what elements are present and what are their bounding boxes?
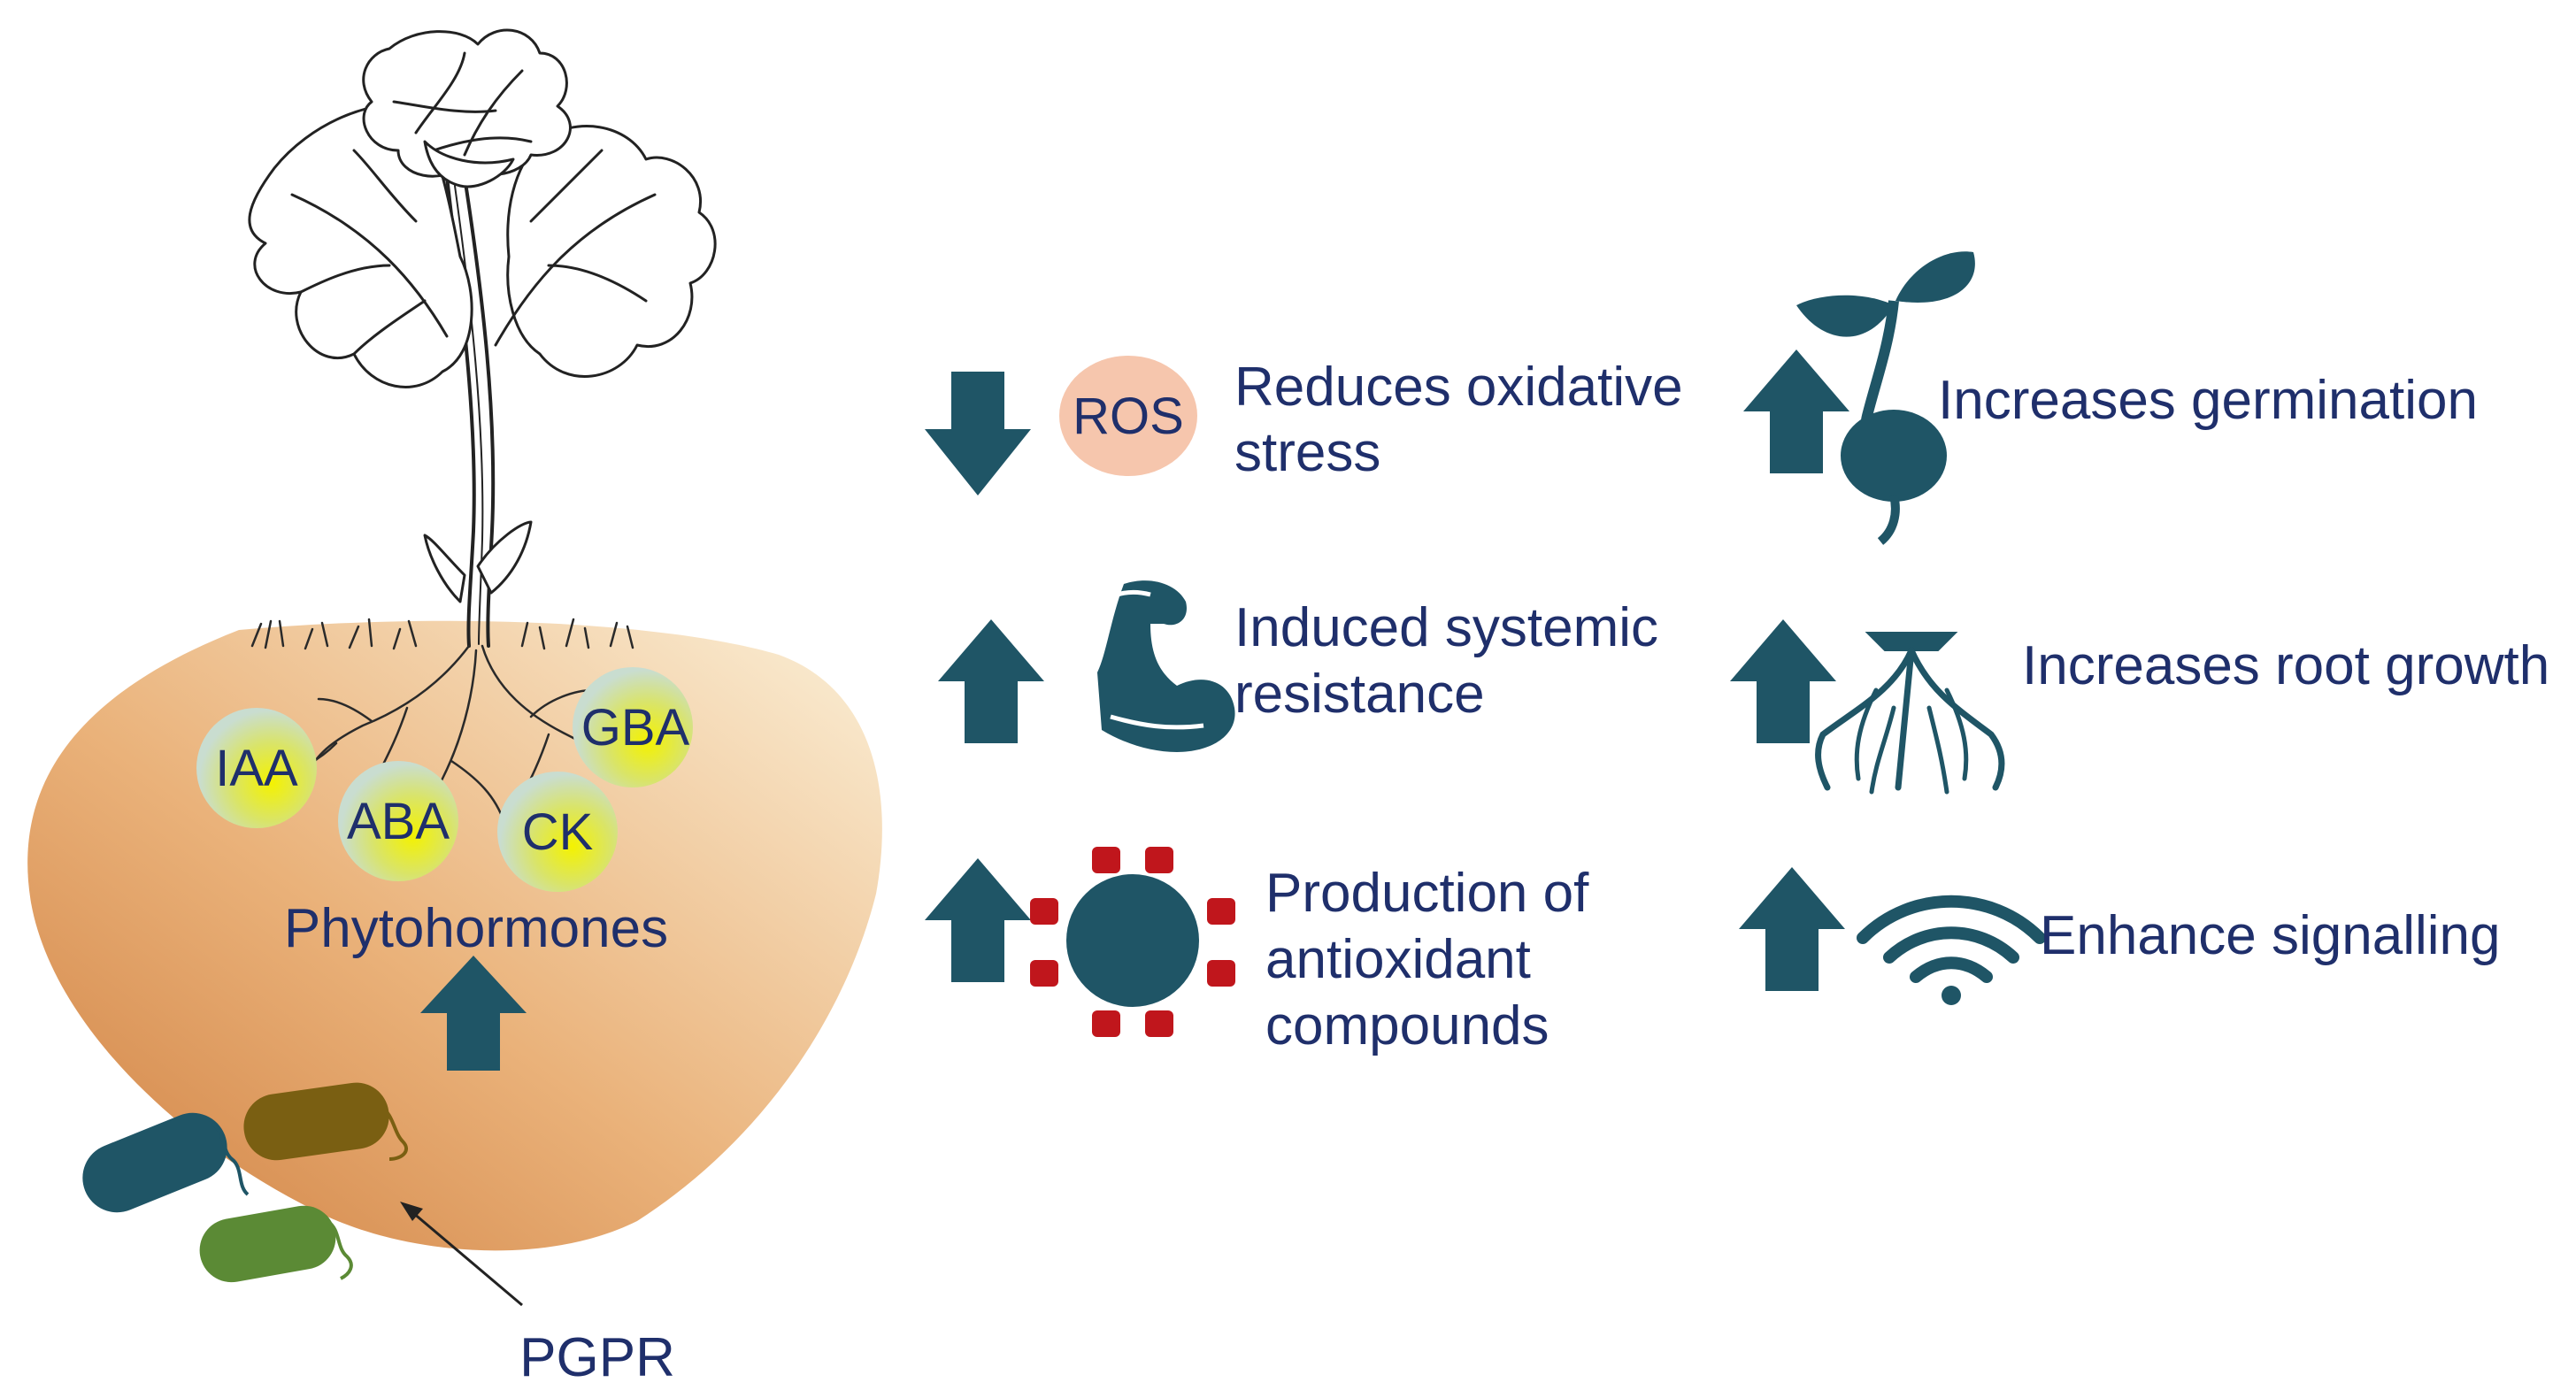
up-arrow-icon [1739,867,1845,991]
hormone-ck-label: CK [522,803,594,861]
bacteria-cluster [82,1082,408,1283]
phytohormones-label: Phytohormones [284,898,668,959]
antioxidant-molecule-icon [1030,847,1235,1037]
plant-illustration [248,28,717,648]
effect-root-line-1: Increases root growth [2022,635,2549,696]
up-arrow-icon [1743,350,1849,473]
bacterium-green [199,1205,353,1283]
bacterium-teal [82,1112,250,1213]
effect-isr-line-1: Induced systemic [1234,597,1658,658]
effect-antioxidant: Production of antioxidant compounds [925,847,1589,1056]
up-arrow-icon [925,858,1031,982]
effect-oxidative-line-2: stress [1234,422,1380,483]
flexed-arm-icon [1097,580,1235,752]
hormone-aba-label: ABA [347,793,450,850]
pgpr-pointer-head [400,1202,423,1221]
effect-oxidative-line-1: Reduces oxidative [1234,357,1683,418]
effect-germination-line-1: Increases germination [1938,370,2478,431]
hormone-gba-label: GBA [581,699,690,757]
pgpr-pointer [406,1206,523,1307]
signal-icon [1857,895,2046,1005]
hormone-aba: ABA [338,761,458,881]
up-arrow-icon [420,956,527,1071]
bacterium-olive [243,1082,408,1161]
effect-root-growth: Increases root growth [1730,619,2549,795]
effect-antioxidant-line-3: compounds [1265,995,1549,1056]
up-arrow-icon [1730,619,1836,743]
effect-isr-line-2: resistance [1234,664,1485,725]
up-arrow-icon [938,619,1044,743]
ros-badge [1059,356,1197,476]
hormone-ck: CK [497,772,618,892]
ros-badge-label: ROS [1073,388,1184,445]
effect-germination: Increases germination [1743,251,2478,545]
hormone-iaa: IAA [196,708,317,828]
down-arrow-icon [925,372,1031,495]
pgpr-label: PGPR [519,1327,675,1388]
hormone-iaa-label: IAA [215,740,298,797]
effect-oxidative-stress: ROS Reduces oxidative stress [925,356,1683,495]
effect-signalling-line-1: Enhance signalling [2040,905,2501,966]
hormone-gba: GBA [573,667,693,787]
effect-antioxidant-line-1: Production of [1265,863,1589,924]
roots-icon [1815,632,2005,795]
effect-isr: Induced systemic resistance [938,580,1658,752]
effect-signalling: Enhance signalling [1739,867,2501,1005]
effect-antioxidant-line-2: antioxidant [1265,929,1531,990]
seedling-icon [1796,251,1975,545]
